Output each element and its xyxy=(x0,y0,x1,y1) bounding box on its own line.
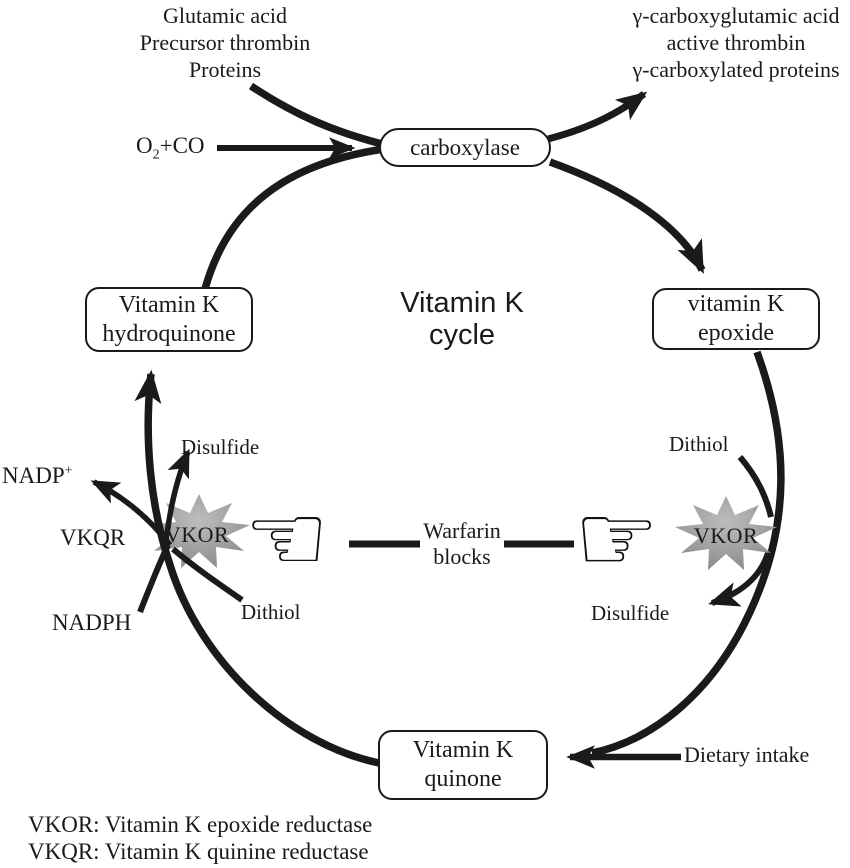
arc-carboxylase-to-epoxide xyxy=(548,158,706,274)
node-carboxylase: carboxylase xyxy=(379,128,551,167)
arc-dithiol-right-in xyxy=(737,455,774,518)
disulfide-right-label: Disulfide xyxy=(591,601,670,625)
nadph-label: NADPH xyxy=(52,610,132,635)
vkor-starburst-right xyxy=(675,496,777,570)
nadp-label: NADP+ xyxy=(2,463,73,488)
dithiol-right-label: Dithiol xyxy=(669,432,729,456)
vkor-badge-right: VKOR xyxy=(693,523,759,548)
node-vitamin-k-hydroquinone: Vitamin K hydroquinone xyxy=(85,287,253,352)
arrow-to-disulfide-right xyxy=(708,551,771,607)
product-carboxylated-proteins: γ-carboxylated proteins xyxy=(632,57,840,82)
arc-dithiol-left-in xyxy=(171,546,244,603)
substrates-label: Glutamic acid Precursor thrombin Protein… xyxy=(140,2,310,83)
substrate-precursor-thrombin: Precursor thrombin xyxy=(139,30,311,55)
node-vitamin-k-quinone: Vitamin K quinone xyxy=(378,730,548,800)
warfarin-blocks-label: Warfarin blocks xyxy=(423,518,501,569)
legend-vkqr: VKQR: Vitamin K quinine reductase xyxy=(28,839,369,864)
vkqr-label: VKQR xyxy=(60,525,126,550)
substrate-proteins: Proteins xyxy=(188,57,262,82)
arc-epoxide-to-quinone xyxy=(591,350,785,757)
legend: VKOR: Vitamin K epoxide reductase VKQR: … xyxy=(28,811,372,865)
dithiol-left-label: Dithiol xyxy=(241,600,301,624)
products-label: γ-carboxyglutamic acid active thrombin γ… xyxy=(632,2,839,83)
vkor-badge-left: VKOR xyxy=(164,522,230,547)
disulfide-left-label: Disulfide xyxy=(181,435,260,459)
o2co-label: O2+CO xyxy=(136,133,205,163)
dietary-intake-label: Dietary intake xyxy=(684,742,810,767)
product-active-thrombin: active thrombin xyxy=(666,30,806,55)
substrate-glutamic-acid: Glutamic acid xyxy=(162,3,287,28)
diagram-title: Vitamin K cycle xyxy=(400,287,524,351)
arc-nadph-in xyxy=(137,543,171,614)
node-vitamin-k-epoxide: vitamin K epoxide xyxy=(652,288,820,350)
arc-hydroquinone-to-carboxylase xyxy=(201,145,385,291)
manicule-left-icon: ☜ xyxy=(244,484,330,594)
manicule-right-icon: ☞ xyxy=(574,484,660,594)
legend-vkor: VKOR: Vitamin K epoxide reductase xyxy=(28,812,373,837)
arrow-to-nadp xyxy=(90,479,173,547)
vkor-starburst-left xyxy=(148,494,250,568)
arc-quinone-to-hydroquinone xyxy=(134,369,380,767)
product-carboxyglutamic-acid: γ-carboxyglutamic acid xyxy=(632,3,840,28)
arc-substrates-to-carboxylase xyxy=(248,82,383,148)
arrow-carboxylase-to-products xyxy=(547,91,648,143)
